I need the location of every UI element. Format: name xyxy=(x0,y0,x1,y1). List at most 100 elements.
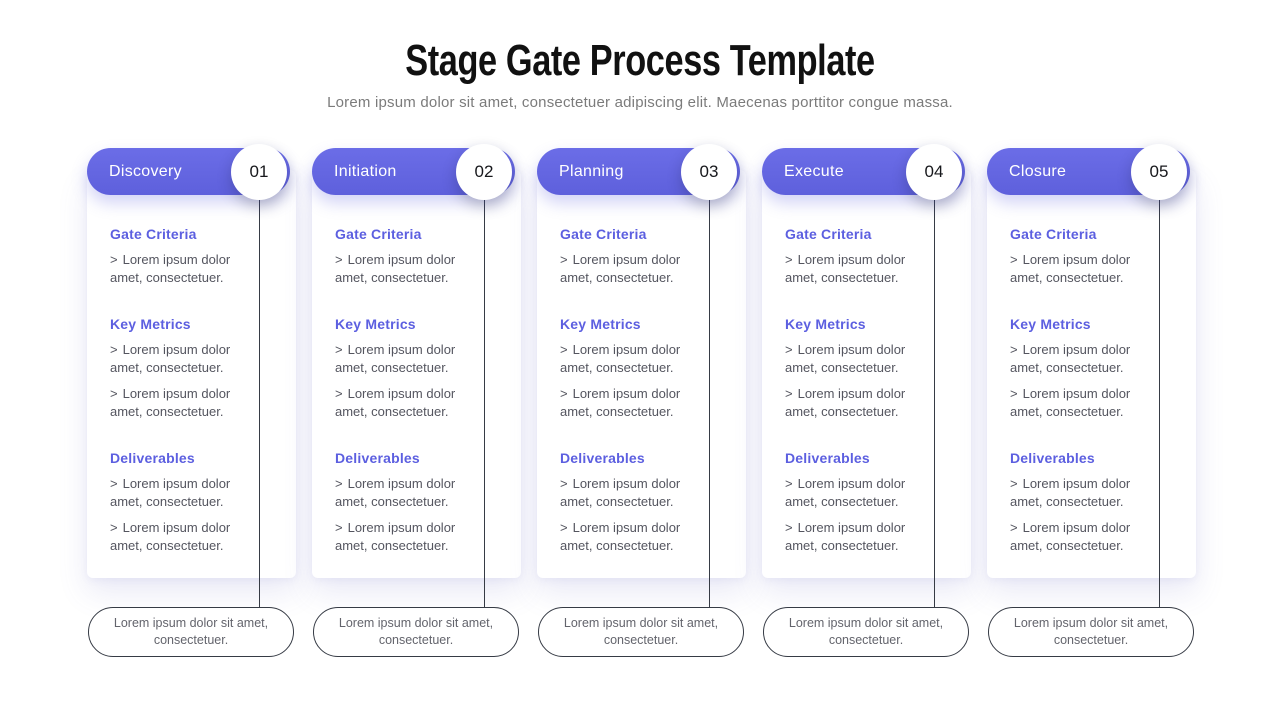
section-title: Deliverables xyxy=(1010,450,1095,466)
chevron-bullet-icon: > xyxy=(785,476,793,491)
section-items: >Lorem ipsum dolor amet, consectetuer. xyxy=(335,251,507,286)
connector-line xyxy=(709,172,710,607)
chevron-bullet-icon: > xyxy=(335,252,343,267)
stage-name: Initiation xyxy=(334,162,397,180)
bullet-item: >Lorem ipsum dolor amet, consectetuer. xyxy=(335,341,481,376)
sections: Gate Criteria >Lorem ipsum dolor amet, c… xyxy=(560,226,732,554)
stage-section: Deliverables >Lorem ipsum dolor amet, co… xyxy=(110,450,282,554)
stage-footnote-pill: Lorem ipsum dolor sit amet, consectetuer… xyxy=(763,607,969,657)
chevron-bullet-icon: > xyxy=(1010,386,1018,401)
section-title: Gate Criteria xyxy=(335,226,422,242)
connector-line xyxy=(484,172,485,607)
chevron-bullet-icon: > xyxy=(560,520,568,535)
bullet-item: >Lorem ipsum dolor amet, consectetuer. xyxy=(110,475,256,510)
bullet-text: Lorem ipsum dolor amet, consectetuer. xyxy=(110,386,231,419)
bullet-item: >Lorem ipsum dolor amet, consectetuer. xyxy=(1010,251,1156,286)
bullet-item: >Lorem ipsum dolor amet, consectetuer. xyxy=(335,475,481,510)
bullet-text: Lorem ipsum dolor amet, consectetuer. xyxy=(335,342,456,375)
section-items: >Lorem ipsum dolor amet, consectetuer. xyxy=(110,251,282,286)
bullet-text: Lorem ipsum dolor amet, consectetuer. xyxy=(785,386,906,419)
stage-footnote: Lorem ipsum dolor sit amet, consectetuer… xyxy=(338,616,494,647)
bullet-item: >Lorem ipsum dolor amet, consectetuer. xyxy=(335,385,481,420)
stage-number-badge: 04 xyxy=(906,144,962,200)
section-items: >Lorem ipsum dolor amet, consectetuer. >… xyxy=(560,475,732,554)
stage-section: Deliverables >Lorem ipsum dolor amet, co… xyxy=(560,450,732,554)
stage-column: Gate Criteria >Lorem ipsum dolor amet, c… xyxy=(762,144,971,657)
section-title: Gate Criteria xyxy=(1010,226,1097,242)
section-items: >Lorem ipsum dolor amet, consectetuer. >… xyxy=(110,341,282,420)
stage-footnote: Lorem ipsum dolor sit amet, consectetuer… xyxy=(788,616,944,647)
section-title: Gate Criteria xyxy=(785,226,872,242)
chevron-bullet-icon: > xyxy=(1010,342,1018,357)
sections: Gate Criteria >Lorem ipsum dolor amet, c… xyxy=(335,226,507,554)
bullet-text: Lorem ipsum dolor amet, consectetuer. xyxy=(1010,386,1131,419)
chevron-bullet-icon: > xyxy=(110,520,118,535)
bullet-item: >Lorem ipsum dolor amet, consectetuer. xyxy=(560,519,706,554)
stage-section: Deliverables >Lorem ipsum dolor amet, co… xyxy=(335,450,507,554)
bullet-item: >Lorem ipsum dolor amet, consectetuer. xyxy=(785,385,931,420)
section-items: >Lorem ipsum dolor amet, consectetuer. >… xyxy=(785,475,957,554)
chevron-bullet-icon: > xyxy=(785,520,793,535)
chevron-bullet-icon: > xyxy=(1010,252,1018,267)
section-items: >Lorem ipsum dolor amet, consectetuer. >… xyxy=(1010,475,1182,554)
stage-footnote-pill: Lorem ipsum dolor sit amet, consectetuer… xyxy=(313,607,519,657)
stage-footnote: Lorem ipsum dolor sit amet, consectetuer… xyxy=(563,616,719,647)
section-items: >Lorem ipsum dolor amet, consectetuer. >… xyxy=(110,475,282,554)
stage-number: 05 xyxy=(1149,162,1169,181)
stage-number-badge: 05 xyxy=(1131,144,1187,200)
stage-section: Deliverables >Lorem ipsum dolor amet, co… xyxy=(1010,450,1182,554)
bullet-item: >Lorem ipsum dolor amet, consectetuer. xyxy=(110,251,256,286)
stage-name: Execute xyxy=(784,162,844,180)
bullet-text: Lorem ipsum dolor amet, consectetuer. xyxy=(335,252,456,285)
section-items: >Lorem ipsum dolor amet, consectetuer. xyxy=(1010,251,1182,286)
stage-footnote-pill: Lorem ipsum dolor sit amet, consectetuer… xyxy=(538,607,744,657)
chevron-bullet-icon: > xyxy=(560,386,568,401)
section-title: Key Metrics xyxy=(335,316,416,332)
stage-column: Gate Criteria >Lorem ipsum dolor amet, c… xyxy=(987,144,1196,657)
stage-section: Gate Criteria >Lorem ipsum dolor amet, c… xyxy=(785,226,957,286)
stage-card: Gate Criteria >Lorem ipsum dolor amet, c… xyxy=(87,170,296,578)
stage-section: Gate Criteria >Lorem ipsum dolor amet, c… xyxy=(560,226,732,286)
section-items: >Lorem ipsum dolor amet, consectetuer. >… xyxy=(335,475,507,554)
section-title: Gate Criteria xyxy=(560,226,647,242)
bullet-text: Lorem ipsum dolor amet, consectetuer. xyxy=(560,342,681,375)
bullet-item: >Lorem ipsum dolor amet, consectetuer. xyxy=(785,251,931,286)
bullet-text: Lorem ipsum dolor amet, consectetuer. xyxy=(560,386,681,419)
bullet-item: >Lorem ipsum dolor amet, consectetuer. xyxy=(335,519,481,554)
bullet-item: >Lorem ipsum dolor amet, consectetuer. xyxy=(560,251,706,286)
bullet-text: Lorem ipsum dolor amet, consectetuer. xyxy=(785,476,906,509)
bullet-text: Lorem ipsum dolor amet, consectetuer. xyxy=(1010,252,1131,285)
bullet-text: Lorem ipsum dolor amet, consectetuer. xyxy=(110,520,231,553)
bullet-item: >Lorem ipsum dolor amet, consectetuer. xyxy=(110,519,256,554)
chevron-bullet-icon: > xyxy=(1010,520,1018,535)
bullet-text: Lorem ipsum dolor amet, consectetuer. xyxy=(785,342,906,375)
chevron-bullet-icon: > xyxy=(785,386,793,401)
section-title: Deliverables xyxy=(785,450,870,466)
bullet-text: Lorem ipsum dolor amet, consectetuer. xyxy=(110,476,231,509)
sections: Gate Criteria >Lorem ipsum dolor amet, c… xyxy=(1010,226,1182,554)
section-items: >Lorem ipsum dolor amet, consectetuer. >… xyxy=(335,341,507,420)
chevron-bullet-icon: > xyxy=(785,252,793,267)
section-title: Deliverables xyxy=(560,450,645,466)
bullet-item: >Lorem ipsum dolor amet, consectetuer. xyxy=(335,251,481,286)
chevron-bullet-icon: > xyxy=(335,520,343,535)
bullet-item: >Lorem ipsum dolor amet, consectetuer. xyxy=(110,341,256,376)
page-title: Stage Gate Process Template xyxy=(405,36,875,85)
slide-header: Stage Gate Process Template Lorem ipsum … xyxy=(0,36,1280,111)
stage-footnote-pill: Lorem ipsum dolor sit amet, consectetuer… xyxy=(988,607,1194,657)
stage-card: Gate Criteria >Lorem ipsum dolor amet, c… xyxy=(762,170,971,578)
stage-column: Gate Criteria >Lorem ipsum dolor amet, c… xyxy=(537,144,746,657)
bullet-item: >Lorem ipsum dolor amet, consectetuer. xyxy=(1010,519,1156,554)
section-items: >Lorem ipsum dolor amet, consectetuer. xyxy=(785,251,957,286)
chevron-bullet-icon: > xyxy=(560,342,568,357)
bullet-text: Lorem ipsum dolor amet, consectetuer. xyxy=(335,386,456,419)
bullet-item: >Lorem ipsum dolor amet, consectetuer. xyxy=(560,475,706,510)
chevron-bullet-icon: > xyxy=(785,342,793,357)
stage-number-badge: 02 xyxy=(456,144,512,200)
bullet-item: >Lorem ipsum dolor amet, consectetuer. xyxy=(560,385,706,420)
stage-name: Discovery xyxy=(109,162,182,180)
stage-column: Gate Criteria >Lorem ipsum dolor amet, c… xyxy=(312,144,521,657)
bullet-text: Lorem ipsum dolor amet, consectetuer. xyxy=(1010,520,1131,553)
bullet-text: Lorem ipsum dolor amet, consectetuer. xyxy=(785,520,906,553)
